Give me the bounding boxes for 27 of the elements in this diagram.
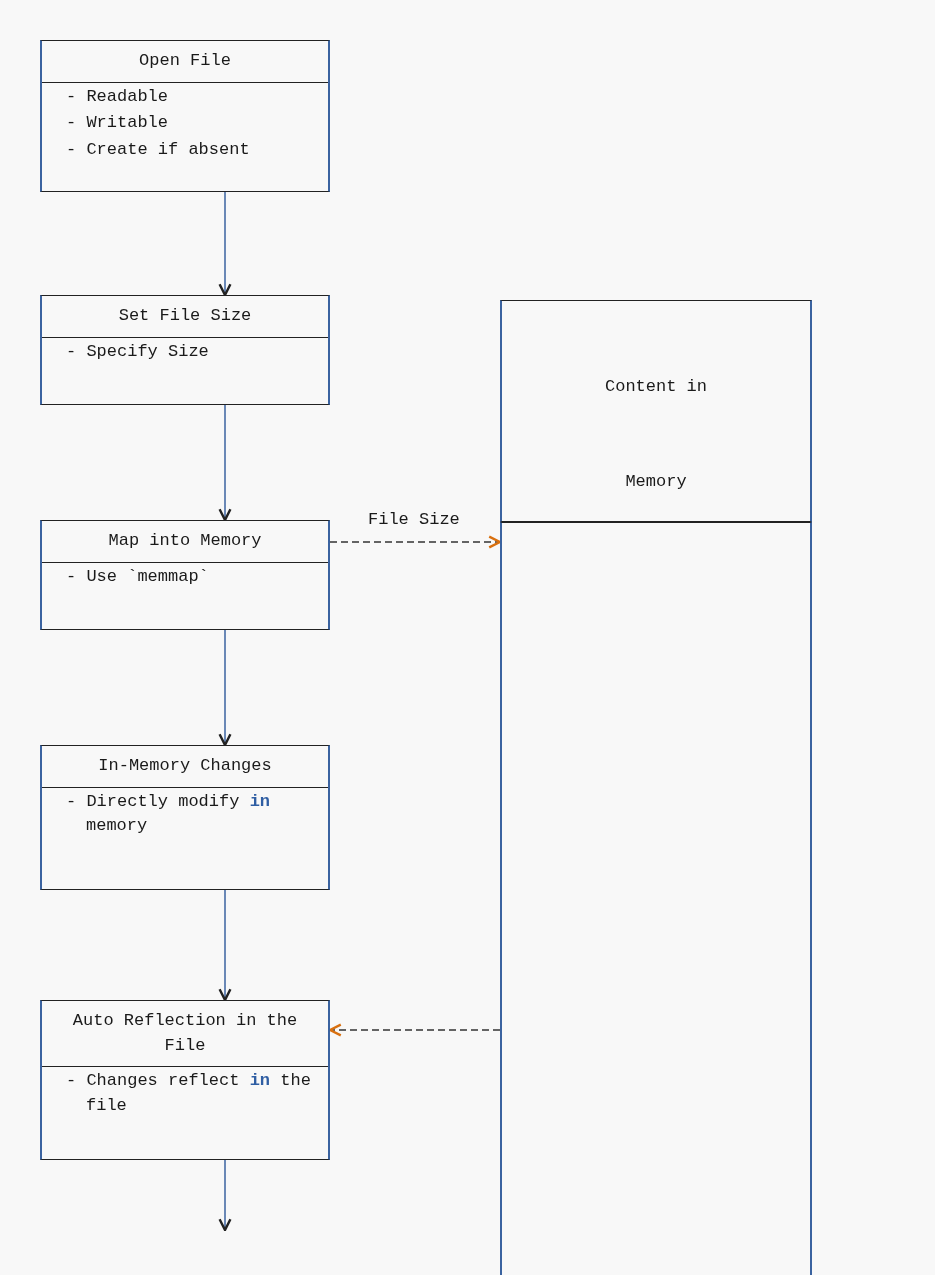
box-title: Auto Reflection in the File [71, 1010, 299, 1057]
box-label: Content in Memory [604, 376, 708, 493]
process-box [40, 295, 330, 405]
bullet-item: - Use `memmap` [65, 565, 210, 588]
arrow [329, 535, 502, 549]
memory-box [500, 300, 812, 522]
bullet-item: - Directly modify in memory [65, 790, 272, 838]
arrow [218, 629, 232, 747]
box-title: Set File Size [117, 305, 253, 327]
arrow [328, 1023, 501, 1037]
bullet-item: - Create if absent [65, 138, 251, 161]
process-box [40, 745, 330, 890]
arrow [218, 889, 232, 1002]
box-title: In-Memory Changes [97, 755, 273, 777]
memory-box [500, 522, 812, 1275]
box-title: Open File [138, 50, 232, 72]
arrow [218, 191, 232, 297]
bullet-item: - Writable [65, 112, 170, 135]
bullet-item: - Readable [65, 85, 170, 108]
process-box [40, 1000, 330, 1160]
arrow [218, 404, 232, 522]
bullet-item: - Changes reflect in the file [65, 1070, 312, 1117]
box-title: Map into Memory [107, 530, 263, 552]
process-box [40, 40, 330, 192]
arrow [218, 1159, 232, 1232]
bullet-item: - Specify Size [65, 340, 210, 363]
process-box [40, 520, 330, 630]
